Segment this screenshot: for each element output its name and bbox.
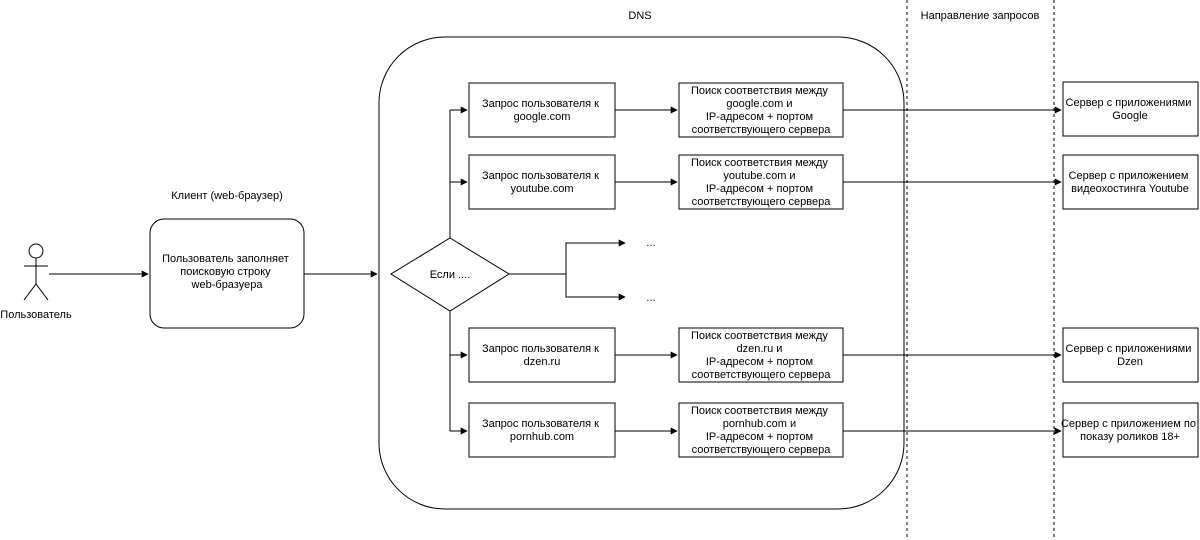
lookup-text-google: Поиск соответствия между google.com и IP…	[691, 85, 831, 136]
server-box-google[interactable]	[1062, 81, 1199, 137]
lookup-text-youtube: Поиск соответствия между youtube.com и I…	[691, 157, 831, 208]
server-box-dzen[interactable]	[1062, 327, 1199, 383]
lookup-text-pornhub: Поиск соответствия между pornhub.com и I…	[691, 405, 831, 456]
route-row-google: Запрос пользователя к google.com Поиск с…	[450, 81, 1199, 138]
client-box-text: Пользователь заполняет поисковую строку …	[162, 253, 292, 291]
direction-title: Направление запросов	[921, 10, 1040, 22]
server-box-youtube[interactable]	[1062, 154, 1199, 210]
user-label: Пользователь	[0, 309, 72, 321]
server-box-pornhub[interactable]	[1062, 402, 1199, 458]
arrow-ellipsis-upper	[509, 239, 626, 275]
route-row-dzen: Запрос пользователя к dzen.ru Поиск соот…	[450, 327, 1199, 383]
request-text-pornhub: Запрос пользователя к pornhub.com	[482, 418, 602, 443]
lookup-box-pornhub[interactable]	[678, 402, 844, 458]
route-row-pornhub: Запрос пользователя к pornhub.com Поиск …	[450, 402, 1199, 458]
server-text-pornhub: Сервер с приложением по показу роликов 1…	[1061, 418, 1199, 443]
ellipsis-lower: ...	[646, 292, 655, 304]
lookup-text-dzen: Поиск соответствия между dzen.ru и IP-ад…	[691, 330, 831, 381]
request-text-youtube: Запрос пользователя к youtube.com	[482, 170, 602, 195]
server-text-dzen: Сервер с приложениями Dzen	[1066, 343, 1195, 368]
arrow-ellipsis-lower	[565, 274, 626, 301]
dns-title: DNS	[628, 10, 651, 22]
route-row-youtube: Запрос пользователя к youtube.com Поиск …	[450, 154, 1199, 210]
request-box-dzen[interactable]	[468, 327, 616, 383]
ellipsis-upper: ...	[646, 237, 655, 249]
request-text-google: Запрос пользователя к google.com	[482, 98, 602, 123]
server-text-youtube: Сервер с приложением видеохостинга Youtu…	[1069, 170, 1192, 195]
lookup-box-dzen[interactable]	[678, 327, 844, 383]
request-box-google[interactable]	[468, 82, 616, 138]
client-title: Клиент (web-браузер)	[171, 190, 283, 202]
request-text-dzen: Запрос пользователя к dzen.ru	[482, 343, 602, 368]
decision-label: Если ....	[430, 269, 471, 281]
request-box-youtube[interactable]	[468, 154, 616, 210]
user-actor-icon	[23, 243, 49, 301]
lookup-box-google[interactable]	[678, 82, 844, 138]
request-box-pornhub[interactable]	[468, 402, 616, 458]
server-text-google: Сервер с приложениями Google	[1066, 97, 1195, 122]
